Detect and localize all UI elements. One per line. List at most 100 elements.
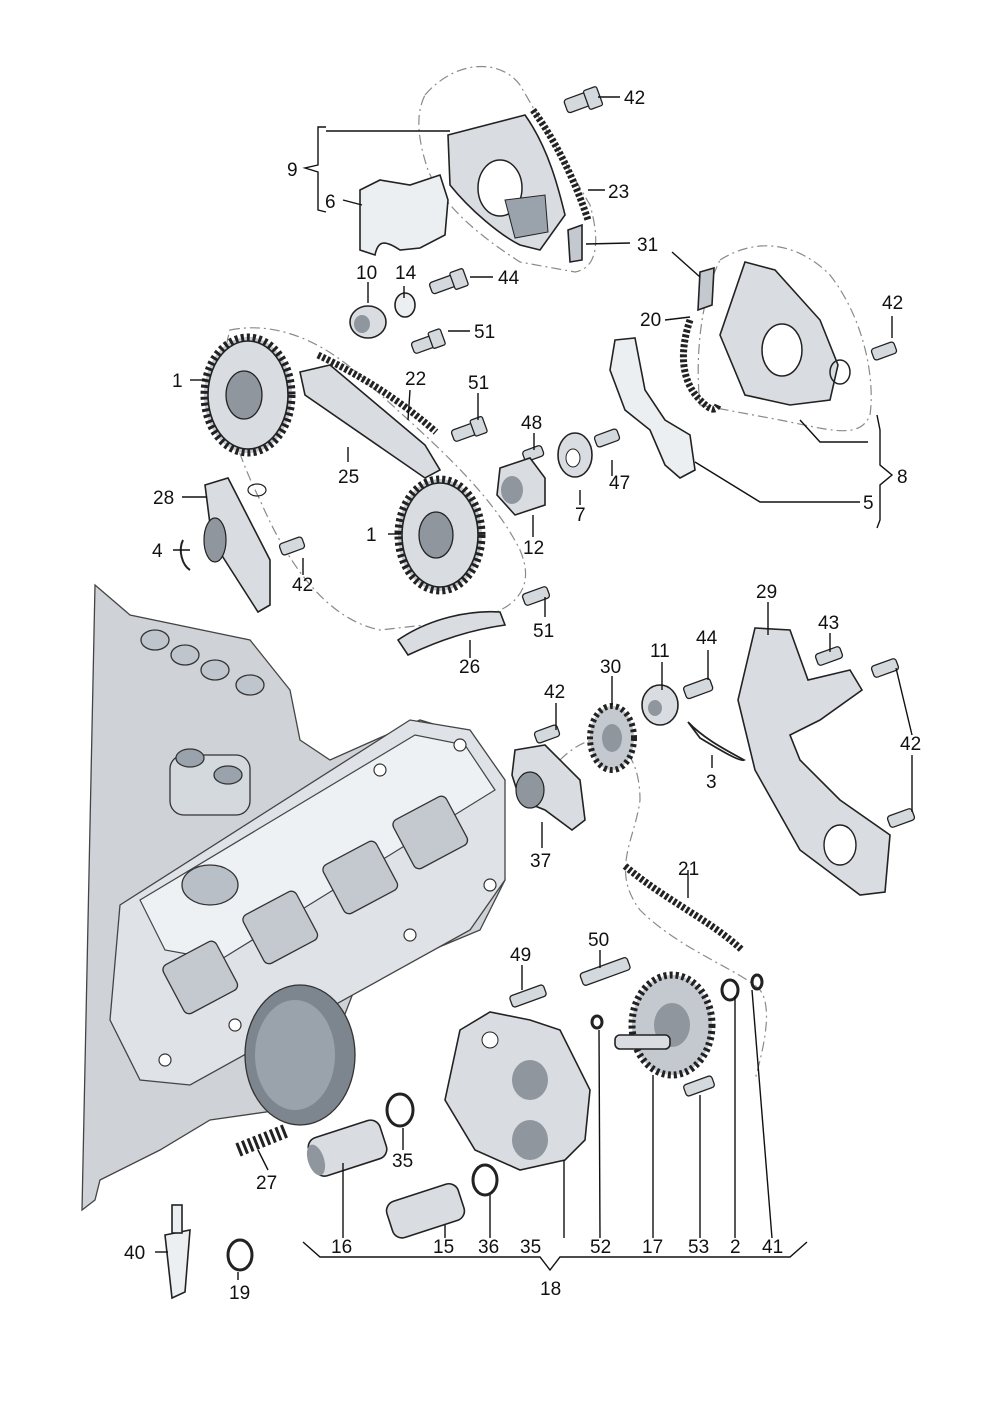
- callout-15: 15: [433, 1237, 454, 1258]
- spring-27: [235, 1123, 291, 1157]
- right-timing-cover: [719, 261, 851, 406]
- bolt-50: [579, 957, 631, 986]
- callout-5: 5: [863, 493, 874, 514]
- bolt-44-lower: [682, 677, 714, 700]
- callout-42: 42: [882, 293, 903, 314]
- bolt-47: [593, 428, 621, 448]
- seal-4: [179, 539, 191, 571]
- callout-2: 2: [730, 1237, 741, 1258]
- callout-20: 20: [640, 310, 661, 331]
- chain-20: [679, 318, 722, 413]
- callout-48: 48: [521, 413, 542, 434]
- callout-16: 16: [331, 1237, 352, 1258]
- callout-19: 19: [229, 1283, 250, 1304]
- head-bolt-holes: [158, 738, 497, 1067]
- bolt-42-r2: [886, 808, 916, 828]
- bolt-42-37: [533, 724, 561, 744]
- callout-50: 50: [588, 930, 609, 951]
- callout-18: 18: [540, 1279, 561, 1300]
- guide-rail-31: [567, 223, 583, 263]
- washer-14: [394, 292, 416, 318]
- callout-41: 41: [762, 1237, 783, 1258]
- drive-gear-17: [614, 971, 716, 1079]
- bolt-42-right-top: [870, 341, 898, 361]
- rotor-15: [385, 1182, 466, 1239]
- gasket-5: [609, 337, 696, 479]
- camshaft-sprocket-upper: [200, 333, 296, 457]
- bolt-42-r1: [870, 658, 900, 678]
- callout-42: 42: [292, 575, 313, 596]
- callout-28: 28: [153, 488, 174, 509]
- upper-cover-gasket: [359, 173, 449, 257]
- leader-lines: [155, 96, 913, 1280]
- callout-1: 1: [172, 371, 183, 392]
- cylinder-head-block: [81, 583, 506, 1212]
- idler-10: [349, 305, 387, 339]
- upper-gasket-body: [359, 173, 449, 257]
- idler-11: [641, 684, 679, 726]
- callout-51: 51: [533, 621, 554, 642]
- callout-23: 23: [608, 182, 629, 203]
- camshaft-pulley-disc: [244, 984, 356, 1126]
- callout-25: 25: [338, 467, 359, 488]
- callout-51: 51: [474, 322, 495, 343]
- callout-8: 8: [897, 467, 908, 488]
- callout-6: 6: [325, 192, 336, 213]
- valve-cover-top-face: [139, 734, 496, 961]
- upper-cover-assembly-outline: [418, 66, 597, 273]
- callout-14: 14: [395, 263, 417, 284]
- upper-timing-cover: [447, 114, 566, 251]
- callout-43: 43: [818, 613, 839, 634]
- callout-36: 36: [478, 1237, 499, 1258]
- bolt-48: [522, 445, 545, 462]
- callout-51: 51: [468, 373, 489, 394]
- callout-42: 42: [900, 734, 921, 755]
- washer-7: [557, 432, 593, 478]
- callout-47: 47: [609, 473, 630, 494]
- callout-27: 27: [256, 1173, 277, 1194]
- bolt-42-left-tensioner: [278, 536, 306, 556]
- callout-7: 7: [575, 505, 586, 526]
- callout-labels: 42 9 23 6 31 10 14 44 42 51 20 1 22 51 4…: [124, 88, 921, 1304]
- chain-guide-26: [396, 610, 507, 657]
- bolt-42-top: [563, 86, 604, 114]
- bolt-49: [509, 984, 547, 1008]
- callout-30: 30: [600, 657, 621, 678]
- spark-plug-towers: [169, 748, 251, 906]
- callout-35: 35: [520, 1237, 541, 1258]
- callout-4: 4: [152, 541, 163, 562]
- callout-35: 35: [392, 1151, 413, 1172]
- callout-9: 9: [287, 160, 298, 181]
- bolt-44-upper: [428, 268, 469, 295]
- callout-52: 52: [590, 1237, 611, 1258]
- callout-37: 37: [530, 851, 551, 872]
- callout-53: 53: [688, 1237, 709, 1258]
- callout-42: 42: [624, 88, 645, 109]
- callout-21: 21: [678, 859, 699, 880]
- seal-3: [687, 721, 746, 762]
- bolt-43: [814, 646, 844, 666]
- rear-cover-29: [737, 627, 891, 896]
- callout-42: 42: [544, 682, 565, 703]
- bolt-51-lower: [521, 586, 551, 606]
- timing-chain-22: [316, 351, 439, 435]
- callout-10: 10: [356, 263, 377, 284]
- sealant-tube-40: [164, 1204, 191, 1300]
- callout-29: 29: [756, 582, 777, 603]
- assembly-outlines: [223, 66, 872, 1081]
- callout-12: 12: [523, 538, 544, 559]
- bolts: [278, 86, 916, 1097]
- callout-3: 3: [706, 772, 717, 793]
- callout-40: 40: [124, 1243, 145, 1264]
- guide-31-right: [697, 266, 715, 312]
- o-rings: [226, 973, 764, 1272]
- callout-26: 26: [459, 657, 480, 678]
- chain-tensioner-28: [203, 477, 271, 614]
- bearing-12: [496, 457, 546, 516]
- cam-bearing-caps: [162, 795, 469, 1015]
- bolt-51-mid: [450, 416, 488, 442]
- bolt-53: [683, 1075, 715, 1097]
- housing-37: [511, 744, 586, 832]
- callout-1: 1: [366, 525, 377, 546]
